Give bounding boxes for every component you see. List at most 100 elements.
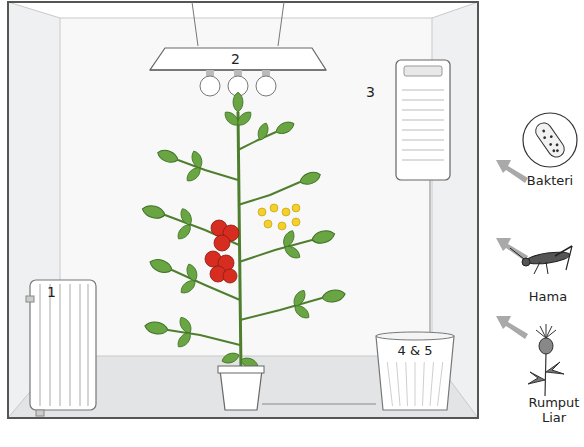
tomato-plant-part — [172, 270, 240, 300]
radiator-part — [88, 284, 89, 406]
grow-light-part — [262, 70, 270, 76]
grasshopper-part — [510, 248, 524, 259]
bucket-rim — [376, 332, 454, 340]
tomato-plant-part — [184, 165, 203, 184]
flowers-part — [264, 220, 272, 228]
radiator-part — [36, 410, 44, 416]
radiator-part — [60, 284, 61, 406]
thistle-part — [546, 324, 547, 338]
grow-light-part — [192, 2, 198, 46]
room — [8, 2, 478, 418]
tomato-plant-part — [156, 148, 180, 166]
dehumidifier-part — [402, 150, 444, 151]
grasshopper-part — [526, 250, 571, 266]
pot — [218, 366, 264, 410]
bucket-rib — [438, 362, 443, 406]
radiator — [26, 280, 96, 416]
thistle-part — [546, 362, 564, 374]
grasshopper-part — [522, 258, 530, 266]
tomato-plant-part — [175, 330, 193, 350]
entry-arrows-part — [496, 238, 528, 261]
dehumidifier-part — [402, 90, 444, 91]
bucket-rib — [423, 362, 425, 406]
radiator-part — [80, 284, 81, 406]
tomato-plant-part — [148, 256, 174, 275]
bucket-rib — [415, 362, 416, 406]
dehumidifier — [396, 60, 450, 332]
icon-label: Hama — [518, 290, 578, 305]
bacterium-dot — [552, 149, 556, 153]
dehumidifier-part — [402, 130, 444, 131]
bacterium-body — [533, 120, 568, 160]
radiator-part — [26, 296, 34, 302]
tomato-plant-part — [221, 351, 241, 366]
grow-light-part — [234, 70, 242, 76]
node-text: Bakteri — [500, 174, 584, 189]
drain-pipe-part — [262, 403, 376, 404]
grasshopper-part — [566, 246, 572, 270]
room-part — [432, 2, 478, 18]
grow-light-part — [200, 76, 220, 96]
grow-light-part — [150, 48, 326, 70]
bacterium-dot — [542, 129, 546, 133]
tomatoes-part — [223, 269, 237, 283]
grasshopper-part — [534, 262, 540, 274]
tomato-plant-part — [238, 182, 300, 205]
tomato-plant-part — [144, 320, 169, 336]
bacterium-dot — [543, 136, 547, 140]
room-part — [60, 18, 432, 356]
entry-arrows-part — [496, 316, 528, 339]
icon-label: Rumput Liar — [526, 396, 582, 426]
pot-part — [218, 366, 264, 373]
tomatoes-part — [214, 235, 230, 251]
grasshopper-part — [546, 262, 548, 274]
tomato-plant-part — [310, 228, 336, 245]
grow-light-part — [206, 70, 214, 76]
tomato-plant-part — [233, 92, 243, 112]
flowers-part — [270, 204, 278, 212]
tomato-plant-part — [274, 119, 296, 136]
flowers-part — [292, 204, 300, 212]
tomato-plant — [141, 92, 346, 372]
bucket-rib — [430, 362, 434, 406]
tomato-plant-part — [235, 109, 254, 128]
dehumidifier-part — [402, 120, 444, 121]
flowers-part — [278, 222, 286, 230]
bacterium-dot — [549, 142, 553, 146]
bacterium-dot — [549, 135, 553, 139]
radiator-part — [50, 284, 51, 406]
radiator-part — [30, 280, 96, 410]
radiator-part — [70, 284, 71, 406]
grow-light-part — [278, 2, 284, 46]
tomato-plant-part — [178, 278, 198, 296]
dehumidifier-part — [404, 66, 442, 76]
bacterium-dot — [556, 149, 560, 153]
bacteria-icon: Bakteri — [522, 112, 578, 168]
flowers-part — [258, 208, 266, 216]
bucket-outline — [374, 330, 456, 412]
dehumidifier-part — [402, 110, 444, 111]
flowers — [258, 204, 300, 230]
drain-pipe — [262, 404, 376, 405]
flowers-part — [282, 208, 290, 216]
flowers-part — [292, 218, 300, 226]
bacterium-dot — [555, 143, 559, 147]
dehumidifier-part — [396, 60, 450, 180]
tomato-plant-part — [256, 122, 271, 142]
tomato-plant-part — [298, 170, 322, 188]
tomato-plant-part — [292, 303, 312, 321]
entry-arrows-part — [496, 160, 528, 183]
dehumidifier-part — [402, 140, 444, 141]
bucket-rib — [397, 362, 401, 406]
tomato-plant-part — [175, 222, 193, 242]
grasshopper — [510, 246, 572, 274]
room-part — [8, 2, 60, 18]
bucket-rib — [387, 362, 392, 406]
node-text: 4 & 5 — [374, 344, 456, 359]
grow-light-part — [256, 76, 276, 96]
tomato-plant-part — [185, 263, 200, 283]
bucket-rib — [406, 362, 408, 406]
